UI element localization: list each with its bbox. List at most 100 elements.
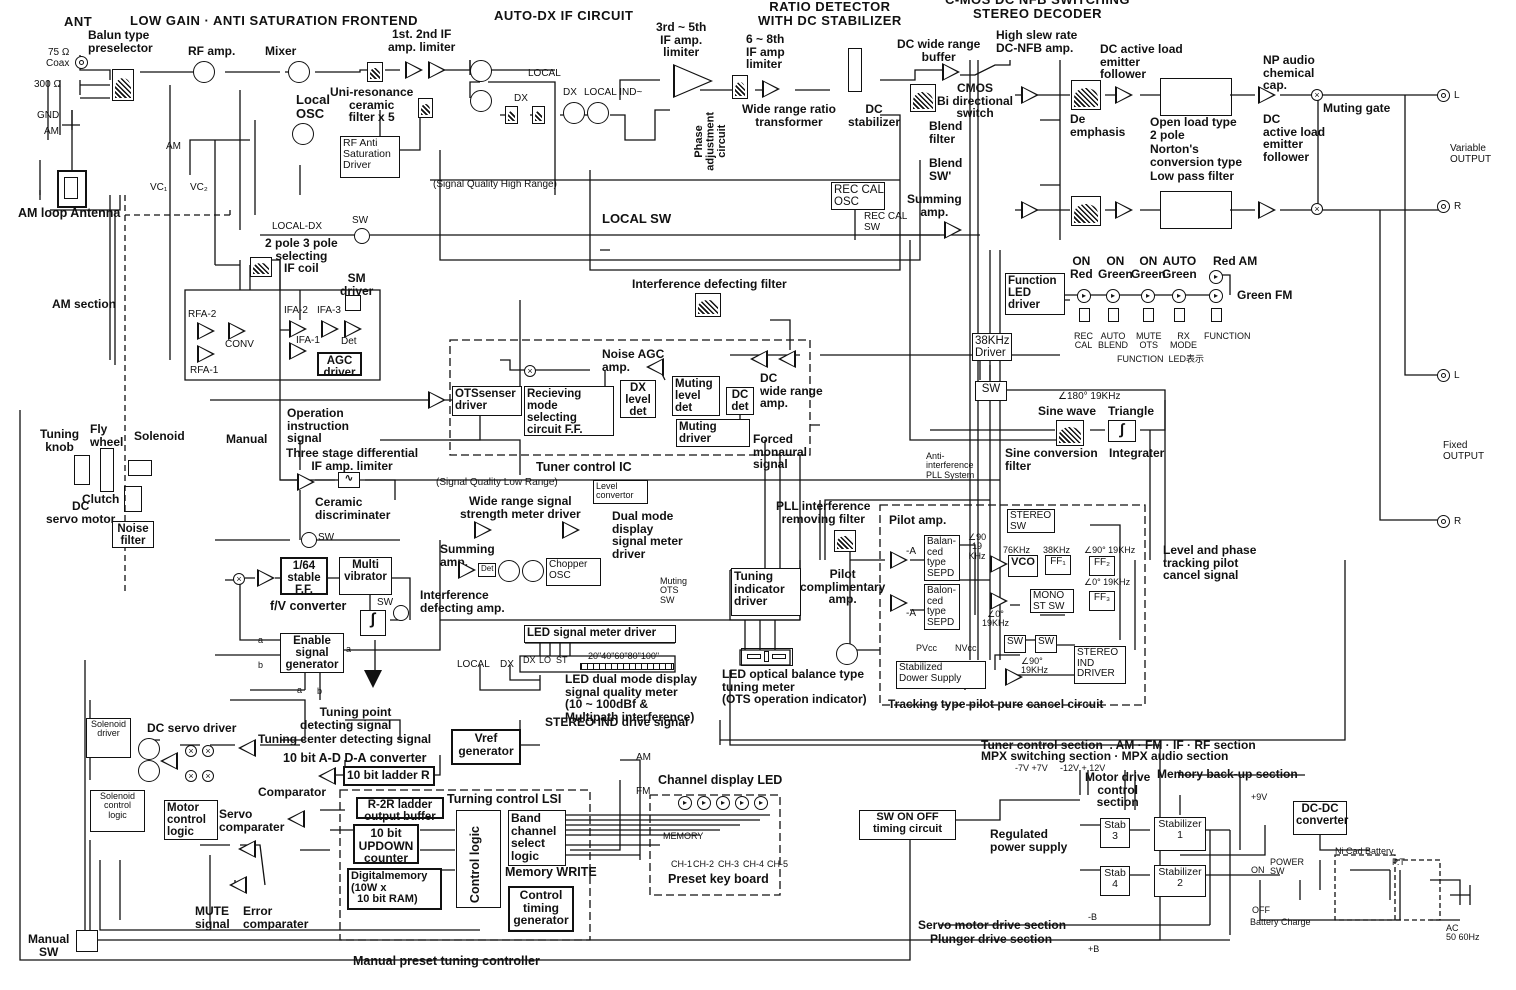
channel-led-5: ▸ xyxy=(754,796,768,810)
variable-r-jack[interactable] xyxy=(1437,200,1450,213)
key-rx-mode[interactable] xyxy=(1174,308,1185,322)
wire xyxy=(570,759,641,860)
tuning-sw-label: SW xyxy=(318,532,335,543)
manual-sw-block[interactable] xyxy=(76,930,98,952)
conv-amp-icon xyxy=(228,322,246,340)
variable-l-jack[interactable] xyxy=(1437,89,1450,102)
stabilized-power-supply: Stabilized Dower Supply xyxy=(896,661,986,689)
sepd-1: Balan- ced type SEPD xyxy=(924,535,960,581)
local-transistor-icon xyxy=(587,102,609,124)
38khz-label: 38KHz xyxy=(1043,545,1071,555)
dc-stabilizer-label: DC stabilizer xyxy=(848,102,901,129)
flywheel-icon xyxy=(100,448,114,492)
ch1-label[interactable]: CH-1 xyxy=(671,859,693,869)
vc2-label: VC₂ xyxy=(190,182,208,193)
am-section-label: AM section xyxy=(52,297,117,311)
indicator-lo: LO xyxy=(539,655,552,665)
pll-filter-icon xyxy=(834,530,856,552)
tuning-point-amp-icon xyxy=(364,670,382,688)
wire xyxy=(47,80,81,140)
tuning-knob-icon[interactable] xyxy=(74,455,90,485)
fixed-output-label: Fixed OUTPUT xyxy=(1443,440,1485,462)
key-function[interactable] xyxy=(1211,308,1222,322)
stereo-ind-drive-label: STEREO IND drive signal xyxy=(545,715,689,729)
blend-sw-label[interactable]: Blend SW' xyxy=(929,156,963,183)
fv-amp-icon xyxy=(257,569,275,587)
rf-amp-transistor-icon xyxy=(193,61,215,83)
integrator-tuning: ∫ xyxy=(360,610,386,636)
plus-b-label: +B xyxy=(1088,944,1100,954)
wire xyxy=(1010,524,1121,676)
wire xyxy=(39,85,256,360)
sw-circle-1[interactable] xyxy=(301,532,317,548)
stabilizer-1: Stabilizer 1 xyxy=(1154,817,1206,851)
local-sw-label[interactable]: LOCAL SW xyxy=(602,211,672,226)
mixer-label: Mixer xyxy=(265,44,297,58)
power-sw-label[interactable]: POWER SW xyxy=(1270,857,1305,877)
rec-cal-sw-label[interactable]: REC CAL SW xyxy=(864,211,908,233)
band-channel-logic: Band channel select logic xyxy=(508,810,566,866)
vc1-label: VC₁ xyxy=(150,182,168,193)
pvcc-label: PVcc xyxy=(916,643,938,653)
wire xyxy=(764,440,821,570)
wire xyxy=(649,794,781,896)
memory-write-label[interactable]: Memory WRITE xyxy=(505,865,597,879)
muting-gate-l-icon: × xyxy=(1311,89,1323,101)
ch4-label[interactable]: CH-4 xyxy=(743,859,765,869)
led-state-2: ON Green xyxy=(1098,254,1133,281)
fixed-r-jack[interactable] xyxy=(1437,515,1450,528)
enable-b-in: b xyxy=(258,660,264,670)
decoder-title: C-MOS DC NFB SWITCHING STEREO DECODER xyxy=(945,0,1130,21)
fixed-r-label: R xyxy=(1454,516,1462,527)
r2r-buffer: R-2R ladder output buffer xyxy=(356,797,444,822)
coax-jack-icon[interactable] xyxy=(75,56,88,69)
am-vc-label: AM xyxy=(166,141,181,152)
wire xyxy=(299,110,421,195)
ch2-label[interactable]: CH-2 xyxy=(693,859,715,869)
battery-charge-label: Battery Charge xyxy=(1250,917,1311,927)
muting-level-det: Muting level det xyxy=(672,376,720,416)
comparator-c-icon xyxy=(287,810,305,828)
ratio-title: RATIO DETECTOR WITH DC STABILIZER xyxy=(758,0,902,28)
error-comp-label: Error comparater xyxy=(243,904,309,931)
channel-led-3: ▸ xyxy=(716,796,730,810)
ifa3-amp-icon xyxy=(321,320,339,338)
key-rec-cal[interactable] xyxy=(1079,308,1090,322)
chopper-osc: Chopper OSC xyxy=(546,558,601,586)
wire xyxy=(940,829,1280,941)
ch5-label[interactable]: CH-5 xyxy=(767,859,789,869)
pll-sw-2: SW xyxy=(1035,635,1057,653)
key-auto-blend[interactable] xyxy=(1108,308,1119,322)
error-comp-icon xyxy=(229,876,247,894)
flywheel-label: Fly wheel xyxy=(90,422,124,449)
sw-circle-2[interactable] xyxy=(393,605,409,621)
preset-keyboard-label: Preset key board xyxy=(668,872,769,886)
key-label-5: FUNCTION xyxy=(1204,331,1251,341)
muting-ots-label[interactable]: Muting OTS SW xyxy=(660,576,688,605)
am-loop-label: AM loop Antenna xyxy=(18,206,121,220)
v12-label: -12V + 12V xyxy=(1060,763,1106,773)
wire xyxy=(184,289,381,381)
local-ind-label: LOCAL IND~ xyxy=(584,87,643,98)
stabilizer-2: Stabilizer 2 xyxy=(1154,865,1206,897)
if-filter-icon xyxy=(418,98,433,118)
wire xyxy=(1317,95,1440,521)
sq-low-label: (Signal Quality Low Range) xyxy=(436,477,558,488)
angle90-19khz: ∠90 19 KHz xyxy=(968,532,987,561)
chopper-transistor-1-icon xyxy=(498,560,520,582)
sw-timing-circuit: SW ON OFF timing circuit xyxy=(859,810,956,840)
output-amp-r-icon xyxy=(1258,201,1276,219)
wire xyxy=(879,504,1146,706)
wire xyxy=(700,60,1011,91)
wire xyxy=(1080,770,1150,876)
if1-amp-icon xyxy=(405,61,423,79)
fixed-l-jack[interactable] xyxy=(1437,369,1450,382)
ch3-label[interactable]: CH-3 xyxy=(718,859,740,869)
local-dx-switch[interactable] xyxy=(354,228,370,244)
key-mute-ots[interactable] xyxy=(1143,308,1154,322)
38khz-driver: 38KHz Driver xyxy=(972,333,1012,361)
solenoid-label[interactable]: Solenoid xyxy=(134,429,185,443)
solenoid-control-logic: Solenoid control logic xyxy=(90,790,145,832)
balun-label: Balun type preselector xyxy=(88,28,153,55)
interference-filter-label: Interference defecting filter xyxy=(632,277,787,291)
